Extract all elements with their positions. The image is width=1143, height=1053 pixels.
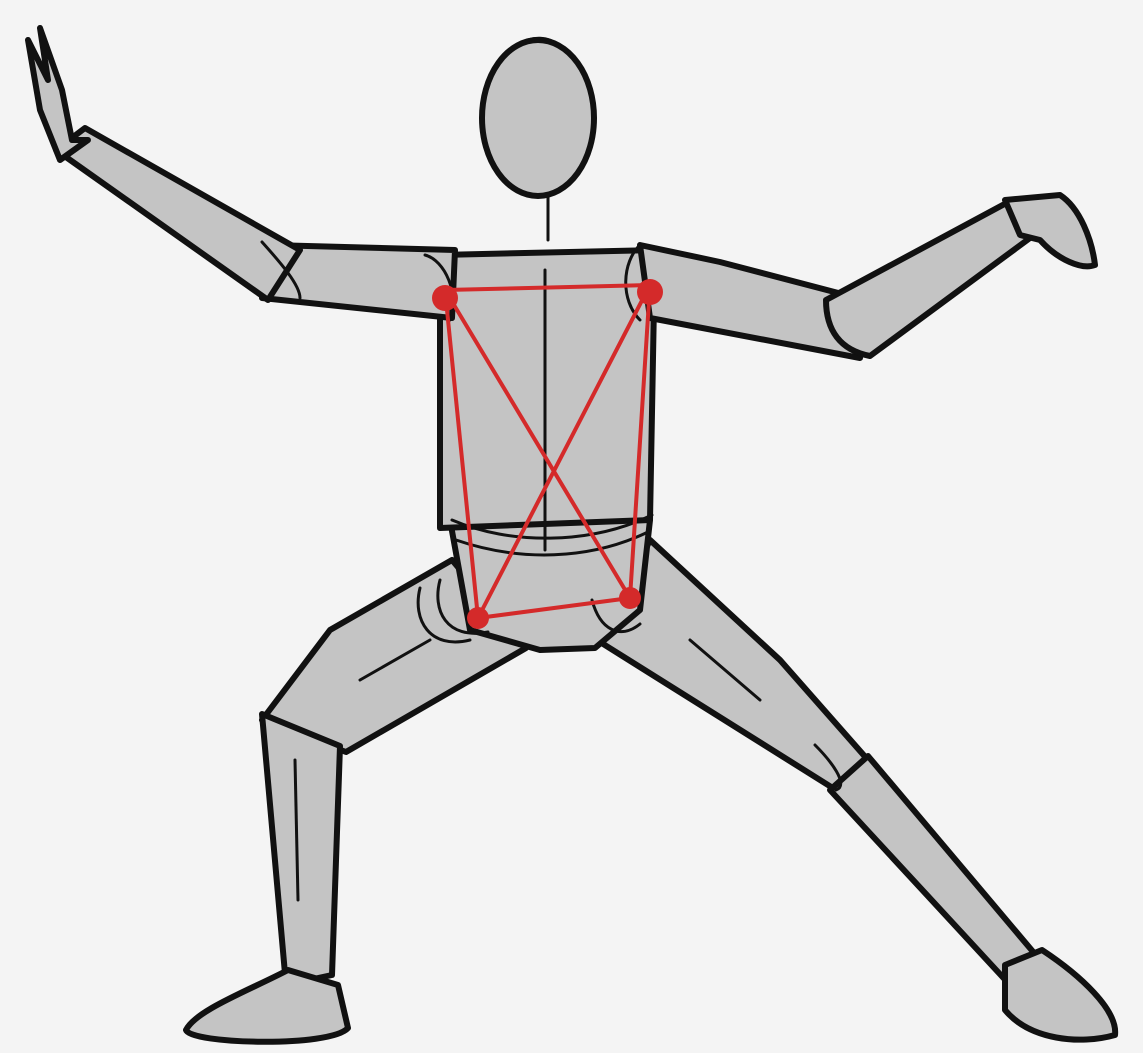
left-shoulder-joint-marker: [432, 285, 458, 311]
left-hip-joint-marker: [467, 607, 489, 629]
head: [482, 40, 594, 196]
right-hip-joint-marker: [619, 587, 641, 609]
right-shoulder-joint-marker: [637, 279, 663, 305]
